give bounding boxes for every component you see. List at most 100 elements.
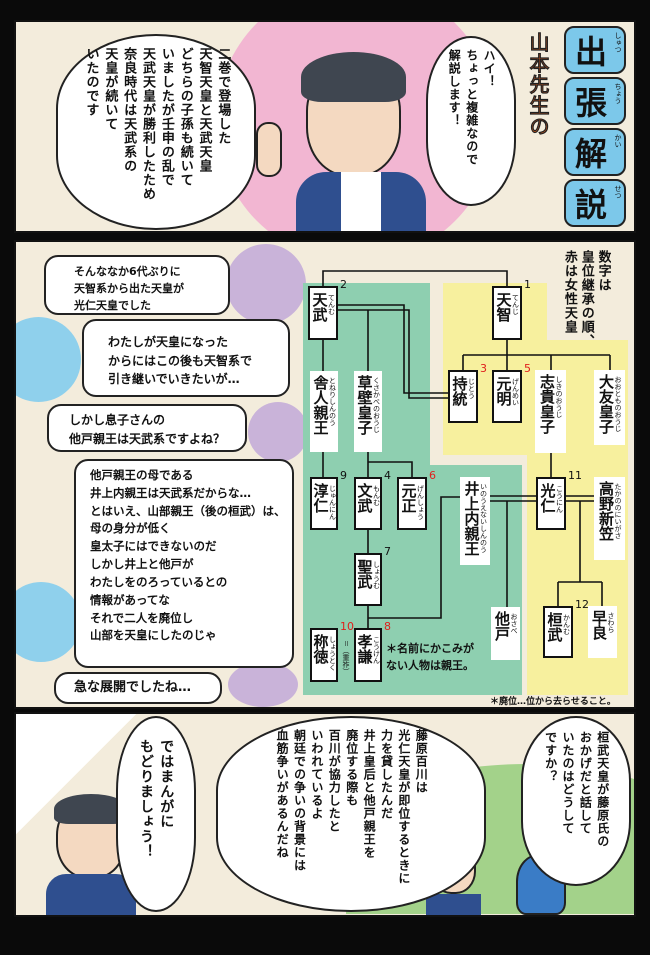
professor-head	[226, 244, 306, 324]
text-line: ない人物は親王。	[386, 659, 474, 673]
node-name: 元正	[399, 483, 418, 513]
node-name: 持統	[450, 376, 469, 406]
title-char: 出	[574, 33, 607, 71]
speech-bubble: 藤原百川は光仁天皇が即位するときに力を貸したんだ井上皇后と他戸親王を廃位する際も…	[216, 716, 486, 912]
speech-bubble: ではまんがにもどりましょう！	[116, 716, 196, 912]
title-char: 解	[574, 135, 607, 173]
tree-legend: 数字は皇位継承の順、赤は女性天皇	[560, 250, 611, 355]
node-reading: さわら	[607, 612, 615, 633]
node-name: 井上内親王	[462, 481, 481, 556]
text-line: 光仁天皇でした	[74, 299, 151, 313]
node-name: 他戸	[493, 611, 511, 641]
node-reading: しょうむ	[372, 561, 381, 589]
succession-number: 6	[429, 469, 436, 482]
node-name: 聖武	[355, 559, 374, 589]
text-line: 赤は女性天皇	[561, 250, 577, 334]
tenji-group-area	[443, 283, 628, 695]
text-line: 力を貸したんだ	[379, 729, 394, 820]
title-reading: しゅつ	[614, 32, 622, 53]
node-name: 桓武	[545, 612, 564, 642]
title-reading: ちょう	[614, 83, 622, 104]
succession-number: 2	[340, 278, 347, 291]
text-line: 天智天皇と天武天皇	[196, 47, 212, 173]
succession-number: 8	[384, 620, 391, 633]
text-line: 桓武天皇が藤原氏の	[595, 731, 610, 848]
tree-node: くさかべのおうじ草壁皇子	[354, 371, 382, 452]
text-line: 朝廷での争いの背景には	[292, 729, 307, 872]
text-line: もどりましょう！	[138, 739, 154, 859]
text-line: 数字は	[595, 250, 611, 292]
title-box: 出しゅつ	[564, 26, 626, 74]
text-line: 天智系から出た天皇が	[74, 282, 184, 296]
node-reading: てんむ	[327, 294, 336, 315]
succession-number: 4	[384, 469, 391, 482]
text-line: しかし井上と他戸が	[90, 557, 194, 572]
text-line: 他戸親王は天武系ですよね？	[69, 431, 226, 446]
tree-node: こうにん光仁	[536, 477, 566, 530]
text-line: いたのです	[83, 47, 99, 117]
text-line: ＊名前にかこみが	[386, 642, 474, 655]
text-line: 山部を天皇にしたのじゃ	[90, 628, 217, 643]
text-line: 藤原百川は	[414, 729, 429, 794]
tree-node: とねりしんのう舎人親王	[310, 371, 338, 452]
professor-illustration	[256, 52, 436, 231]
professor-head	[248, 402, 308, 462]
tree-node: さわら早良	[588, 606, 617, 658]
text-line: 他戸親王の母である	[90, 468, 194, 482]
text-line: 血筋争いがあるんだね	[275, 729, 290, 859]
text-line: 天皇が続いて	[102, 47, 118, 131]
tree-node: いのうえないしんのう井上内親王	[460, 477, 490, 565]
node-reading: とねりしんのう	[328, 377, 337, 426]
tree-node: しょうむ聖武	[354, 553, 382, 606]
succession-number: 7	[384, 545, 391, 558]
tree-node: たかののにいがさ高野新笠	[594, 477, 625, 560]
text-line: 井上皇后と他戸親王を	[362, 729, 377, 859]
node-name: 高野新笠	[597, 481, 615, 541]
node-name: 大友皇子	[597, 374, 615, 434]
text-line: ではまんがに	[158, 739, 175, 829]
tree-node: おさべ他戸	[491, 607, 520, 660]
tree-node: おおとものおうじ大友皇子	[594, 370, 625, 445]
node-name: 称徳	[311, 634, 330, 664]
tree-node: げんしょう元正	[397, 477, 427, 530]
text-line: 引き継いでいきたいが…	[108, 372, 240, 387]
text-line: どちらの子孫も続いて	[177, 47, 193, 187]
speech-bubble: 桓武天皇が藤原氏のおかげだと話していたのはどうしてですか？	[521, 716, 631, 886]
text-line: 天武天皇が勝利したため	[140, 47, 155, 201]
text-line: 奈良時代は天武系の	[121, 47, 137, 173]
node-reading: こうにん	[555, 485, 564, 513]
text-line: 急な展開でしたね…	[74, 680, 192, 695]
node-reading: たかののにいがさ	[614, 483, 622, 539]
text-line: からにはこの後も天智系で	[108, 353, 253, 368]
professor-head	[228, 662, 298, 707]
node-name: 志貴皇子	[538, 374, 556, 434]
title-char: 説	[574, 186, 607, 224]
tree-node: げんめい元明	[492, 370, 522, 423]
node-name: 孝謙	[355, 634, 374, 664]
title-box: 張ちょう	[564, 77, 626, 125]
node-reading: こうけん	[372, 636, 381, 664]
node-reading: もんむ	[372, 485, 381, 506]
text-line: ハイ！	[482, 48, 497, 88]
text-line: しかし息子さんの	[69, 413, 166, 427]
text-line: ですか？	[543, 731, 558, 783]
node-reading: かんむ	[562, 614, 571, 635]
node-reading: いのうえないしんのう	[479, 483, 488, 553]
tree-node: じゅんにん淳仁	[310, 477, 338, 530]
speech-bubble: わたしが天皇になったからにはこの後も天智系で引き継いでいきたいが…	[82, 319, 290, 397]
node-name: 舎人親王	[311, 375, 330, 435]
node-reading: おおとものおうじ	[614, 376, 622, 432]
explanation-bubble: 二巻で登場した天智天皇と天武天皇どちらの子孫も続いていましたが壬申の乱で天武天皇…	[56, 34, 256, 230]
succession-number: 11	[568, 469, 582, 482]
node-reading: じとう	[467, 378, 476, 399]
text-line: そんななか6代ぶりに	[74, 265, 181, 278]
text-line: おかげだと話して	[578, 731, 593, 835]
node-reading: げんめい	[511, 378, 520, 406]
tree-node: こうけん孝謙	[354, 628, 382, 682]
footnote: ＊廃位…位から去らせること。	[490, 697, 616, 707]
title-box: 説せつ	[564, 179, 626, 227]
tree-node: しょうとく称徳	[310, 628, 338, 682]
node-name: 淳仁	[311, 483, 330, 513]
node-name: 光仁	[538, 483, 557, 513]
presenter-name: 山本先生の	[526, 32, 551, 137]
